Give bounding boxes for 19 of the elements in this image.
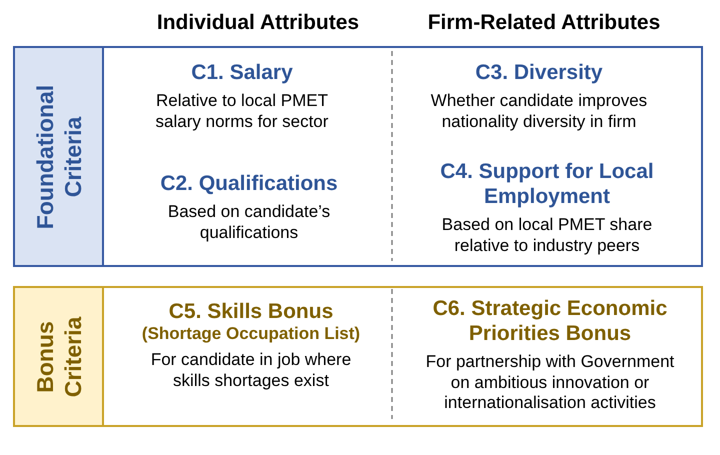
criterion-title: C3. Diversity bbox=[474, 60, 604, 85]
criterion-description: Relative to local PMET salary norms for sector bbox=[154, 91, 330, 132]
criterion-title: C2. Qualifications bbox=[159, 171, 339, 196]
criteria-panel bbox=[13, 286, 703, 427]
criteria-panel bbox=[13, 46, 703, 267]
criterion-subtitle: (Shortage Occupation List) bbox=[140, 324, 362, 344]
criterion-title: C4. Support for Local Employment bbox=[439, 159, 655, 209]
criterion-title: C1. Salary bbox=[190, 60, 294, 85]
criterion-description: For partnership with Government on ambitious innovation or internationalisation activities bbox=[424, 352, 676, 414]
category-label: Foundational Criteria bbox=[30, 83, 86, 231]
criterion-title: C5. Skills Bonus bbox=[168, 299, 334, 324]
column-header: Individual Attributes bbox=[156, 11, 360, 35]
criterion-title: C6. Strategic Economic Priorities Bonus bbox=[432, 296, 668, 346]
criterion-description: Based on local PMET share relative to industry peers bbox=[440, 215, 654, 256]
criterion-description: Whether candidate improves nationality diversity in firm bbox=[430, 91, 648, 132]
criterion-description: Based on candidate’s qualifications bbox=[166, 202, 332, 244]
category-label: Bonus Criteria bbox=[30, 315, 86, 399]
criterion-description: For candidate in job where skills shortages exist bbox=[150, 350, 352, 392]
column-header: Firm-Related Attributes bbox=[428, 11, 660, 35]
